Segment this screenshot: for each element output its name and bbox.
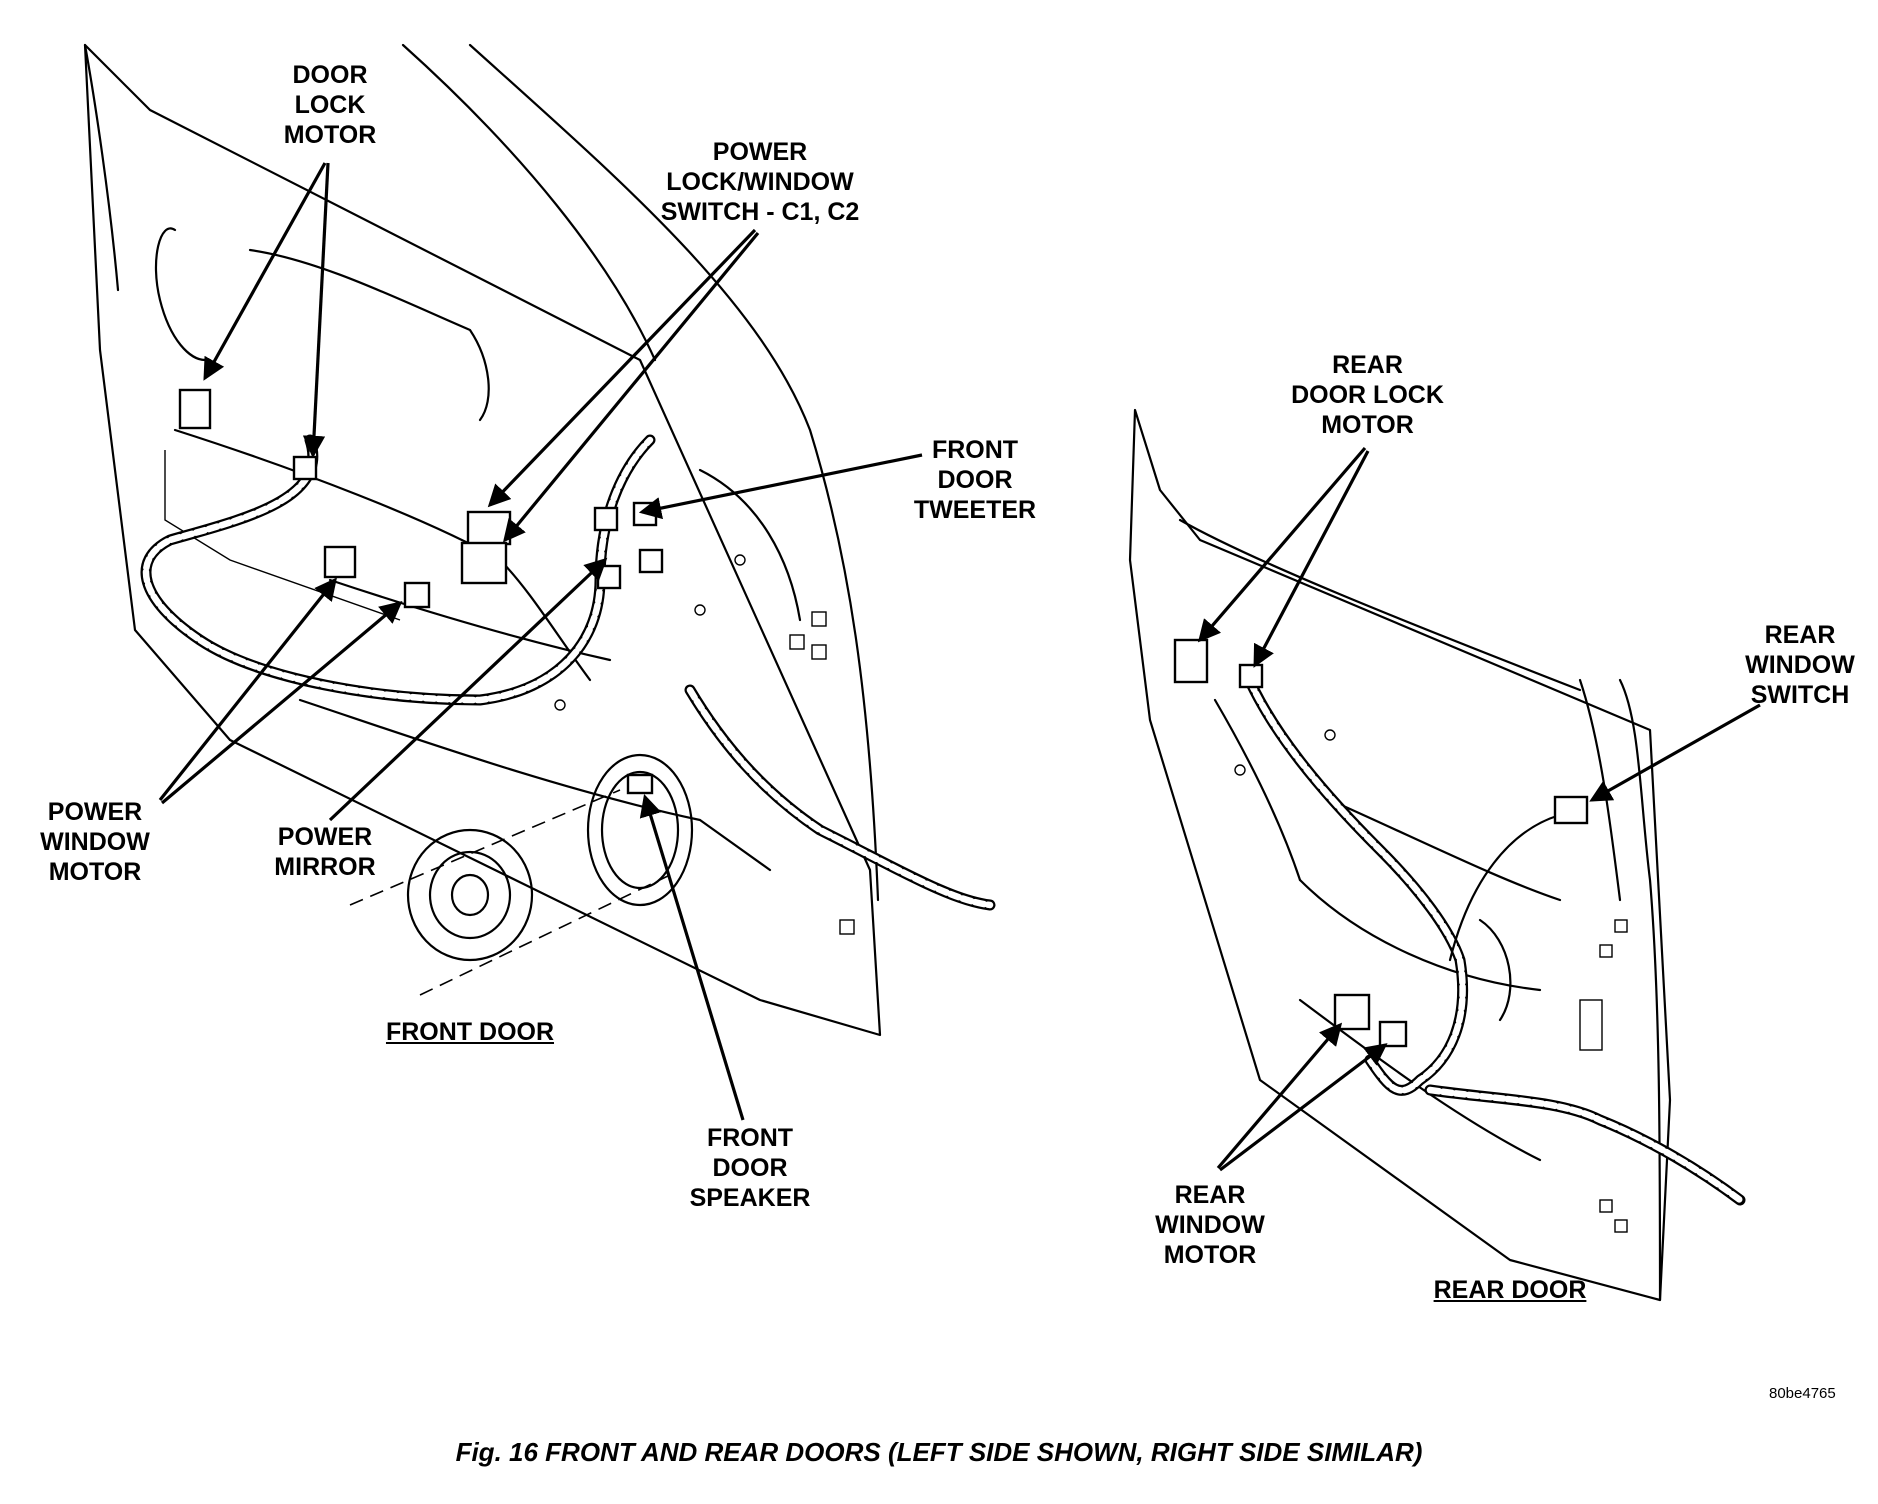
rear-door-panel xyxy=(1128,408,1672,1302)
rear-door-wiring-harness xyxy=(1239,664,1746,1206)
figure-id: 80be4765 xyxy=(1769,1385,1836,1402)
front-door-panel xyxy=(83,43,882,1037)
figure-caption: Fig. 16 FRONT AND REAR DOORS (LEFT SIDE … xyxy=(455,1437,1423,1467)
rear-door-title: REAR DOOR xyxy=(1433,1276,1587,1304)
front-door-components xyxy=(178,388,664,795)
rear-door-components xyxy=(1173,638,1589,1048)
front-door-speaker-graphic xyxy=(349,753,694,996)
front-door-title: FRONT DOOR xyxy=(385,1018,555,1046)
callout-leaders xyxy=(158,162,1761,1172)
